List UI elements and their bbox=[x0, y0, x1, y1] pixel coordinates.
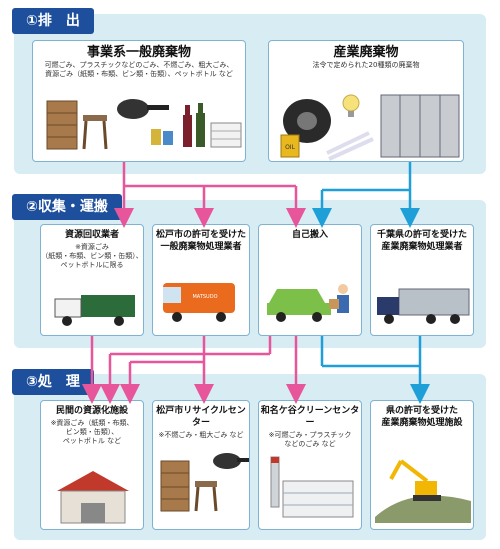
garbage-truck-icon: MATSUDO bbox=[163, 283, 235, 322]
industrial-waste-box: 産業廃棄物 法令で定められた20種類の廃棄物 OIL bbox=[268, 40, 464, 162]
paper-bundle-icon bbox=[210, 122, 242, 148]
industrial-flow-emission-to-collection bbox=[312, 162, 420, 228]
general-waste-box: 事業系一般廃棄物 可燃ごみ、プラスチックなどのごみ、不燃ごみ、粗大ごみ、 資源ご… bbox=[32, 40, 246, 162]
frying-pan-icon bbox=[117, 99, 169, 119]
disposal-title: 松戸市リサイクルセンター bbox=[156, 406, 246, 428]
truck-icon bbox=[54, 295, 135, 326]
collection-title: 松戸市の許可を受けた 一般廃棄物処理業者 bbox=[155, 230, 246, 252]
oil-can-icon: OIL bbox=[280, 134, 300, 158]
lockers-icon bbox=[380, 94, 460, 158]
industrial-waste-illustration: OIL bbox=[280, 94, 460, 161]
collection-box-self-delivery: 自己搬入 bbox=[258, 224, 362, 336]
bulky-waste-icon bbox=[160, 453, 249, 512]
incinerator-facility-icon bbox=[270, 456, 354, 518]
industrial-waste-note: 法令で定められた20種類の廃棄物 bbox=[312, 61, 420, 69]
industrial-flow-collection-to-disposal bbox=[320, 336, 430, 404]
disposal-note: ※資源ごみ（紙類・布類、 ビン類・缶類）、 ペットボトル など bbox=[50, 419, 134, 445]
tires-icon bbox=[283, 99, 331, 143]
collection-title: 資源回収業者 bbox=[64, 230, 119, 240]
car-with-person-icon bbox=[267, 284, 349, 322]
industrial-waste-title: 産業廃棄物 bbox=[333, 45, 399, 60]
collection-box-city-licensed: 松戸市の許可を受けた 一般廃棄物処理業者 MATSUDO bbox=[152, 224, 250, 336]
disposal-box-industrial-facility: 県の許可を受けた 産業廃棄物処理施設 bbox=[370, 400, 474, 530]
collection-title: 自己搬入 bbox=[291, 230, 328, 240]
stage-label-disposal: ③処 理 bbox=[12, 369, 94, 395]
cans-icon bbox=[151, 129, 173, 145]
disposal-title: 和名ケ谷クリーンセンター bbox=[260, 406, 360, 428]
warehouse-icon bbox=[57, 471, 129, 524]
drawer-chest-icon bbox=[46, 100, 78, 150]
stage-label-collection: ②収集・運搬 bbox=[12, 194, 122, 220]
general-waste-note: 可燃ごみ、プラスチックなどのごみ、不燃ごみ、粗大ごみ、 資源ごみ（紙類・布類、ビ… bbox=[44, 61, 234, 78]
collection-box-prefecture-licensed: 千葉県の許可を受けた 産業廃棄物処理業者 bbox=[370, 224, 474, 336]
collection-box-resource-collector: 資源回収業者 ※資源ごみ （紙類・布類、ビン類・缶類）、 ペットボトルに限る bbox=[40, 224, 144, 336]
general-flow-collection-to-disposal bbox=[82, 336, 306, 404]
collection-title: 千葉県の許可を受けた 産業廃棄物処理業者 bbox=[376, 230, 467, 252]
general-waste-title: 事業系一般廃棄物 bbox=[86, 45, 191, 60]
disposal-title: 民間の資源化施設 bbox=[55, 406, 128, 416]
truck-label: MATSUDO bbox=[192, 294, 217, 300]
general-flow-emission-to-collection bbox=[114, 162, 306, 228]
disposal-note: ※不燃ごみ・粗大ごみ など bbox=[158, 431, 244, 439]
excavator-landfill-icon bbox=[375, 459, 471, 523]
stage-label-emission: ①排 出 bbox=[12, 8, 94, 34]
cargo-truck-icon bbox=[377, 288, 470, 324]
disposal-box-clean-center: 和名ケ谷クリーンセンター ※可燃ごみ・プラスチック などのごみ など bbox=[258, 400, 362, 530]
general-waste-illustration bbox=[46, 99, 242, 150]
disposal-note: ※可燃ごみ・プラスチック などのごみ など bbox=[268, 431, 352, 448]
disposal-title: 県の許可を受けた 産業廃棄物処理施設 bbox=[381, 406, 463, 428]
bottles-icon bbox=[183, 103, 205, 147]
oil-label: OIL bbox=[285, 144, 295, 151]
stool-icon bbox=[82, 115, 108, 150]
disposal-box-private-recycling: 民間の資源化施設 ※資源ごみ（紙類・布類、 ビン類・缶類）、 ペットボトル など bbox=[40, 400, 144, 530]
light-bulb-icon bbox=[342, 94, 360, 117]
collection-note: ※資源ごみ （紙類・布類、ビン類・缶類）、 ペットボトルに限る bbox=[41, 243, 143, 269]
fluorescent-tubes-icon bbox=[326, 131, 374, 161]
